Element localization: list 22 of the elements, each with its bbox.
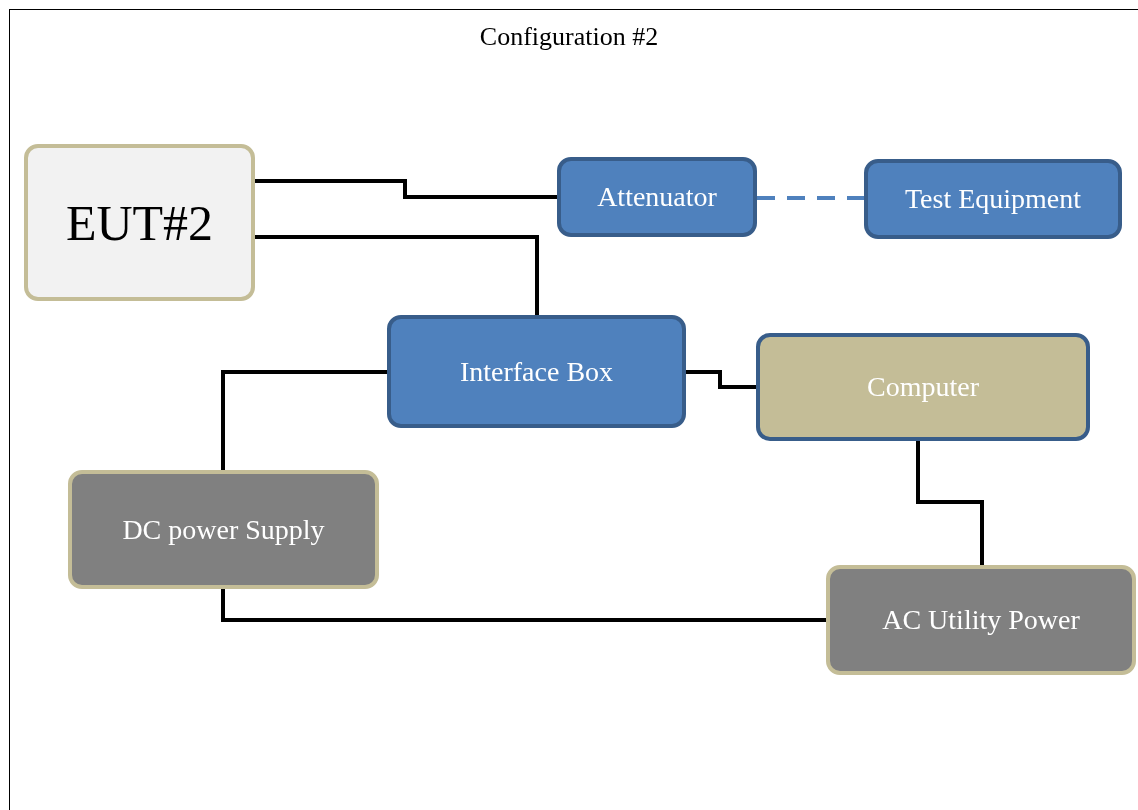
connector-line (916, 441, 984, 565)
process-box (68, 470, 379, 589)
diagram-title: Configuration #2 (478, 22, 660, 52)
box-label: Test Equipment (904, 183, 1082, 215)
box-label: Attenuator (597, 181, 717, 213)
box-label: DC power Supply (122, 513, 325, 546)
process-box (756, 333, 1090, 441)
process-box (387, 315, 686, 428)
process-box (24, 144, 255, 301)
box-label: Interface Box (459, 355, 614, 388)
process-box (557, 157, 757, 237)
process-box (864, 159, 1122, 239)
connector-line (255, 179, 557, 199)
box-label: Computer (867, 371, 979, 403)
box-label: EUT#2 (65, 193, 214, 252)
connector-line (221, 370, 387, 470)
connector-line (255, 235, 539, 315)
connector-line (757, 196, 864, 200)
box-label: AC Utility Power (882, 604, 1080, 636)
connector-line (221, 589, 826, 622)
connector-line (686, 370, 756, 389)
process-box (826, 565, 1136, 675)
